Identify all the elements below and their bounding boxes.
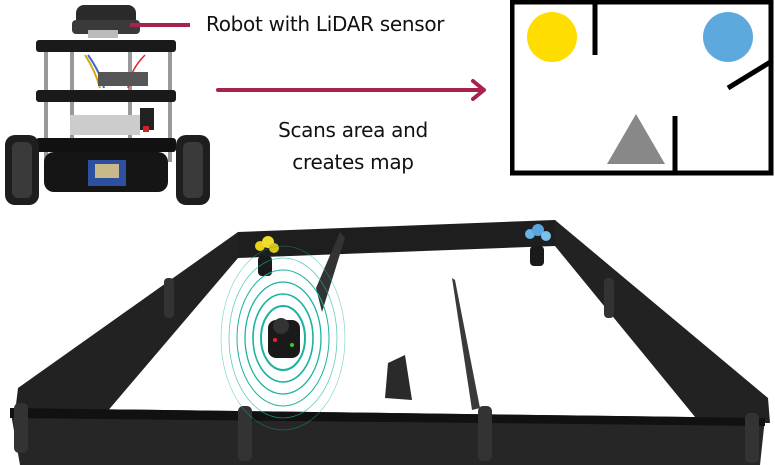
generated-map: [510, 0, 775, 176]
arrow-right-icon: [216, 79, 486, 101]
robot-illustration: [5, 5, 210, 205]
scan-arrow: [215, 78, 490, 102]
map-drawing: [510, 0, 774, 176]
blue-flowers-icon: [525, 224, 551, 266]
lidar-scan-rings: [220, 245, 346, 431]
scan-caption-line2: creates map: [292, 150, 414, 174]
scan-caption-line1: Scans area and: [278, 118, 428, 142]
arena-illustration: [0, 208, 775, 465]
robot-label: Robot with LiDAR sensor: [206, 12, 445, 36]
gray-triangle-icon: [607, 114, 665, 164]
robot-pointer-line: [130, 23, 190, 27]
arena-drawing: [10, 220, 770, 465]
robot-topview-icon: [268, 318, 300, 358]
yellow-circle-icon: [527, 12, 577, 62]
scan-caption: Scans area and creates map: [238, 118, 468, 174]
yellow-flowers-icon: [255, 236, 279, 276]
robot-photo: [0, 0, 220, 210]
blue-circle-icon: [703, 12, 753, 62]
